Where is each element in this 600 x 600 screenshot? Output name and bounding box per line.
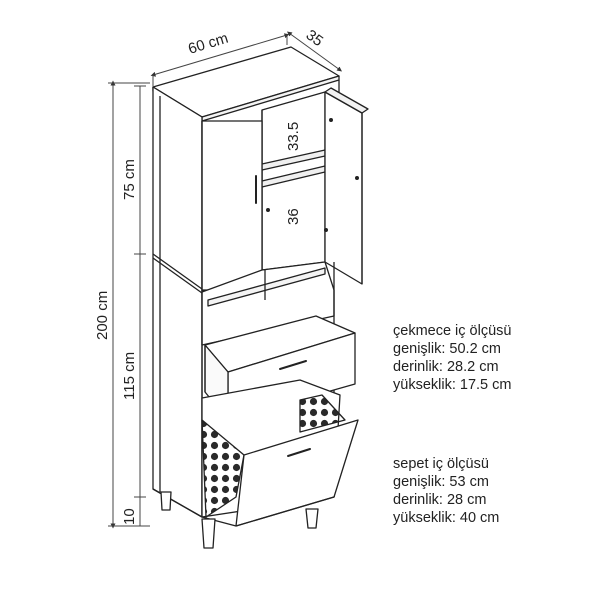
leg-front-right — [305, 508, 319, 529]
drawer-spec-depth: derinlik: 28.2 cm — [393, 359, 499, 375]
basket-spec-title: sepet iç ölçüsü — [393, 456, 489, 472]
basket-side-left — [201, 419, 245, 518]
basket-spec-width: genişlik: 53 cm — [393, 474, 489, 490]
handles — [255, 118, 359, 457]
leg-front-left — [201, 518, 216, 549]
basket-spec-depth: derinlik: 28 cm — [393, 492, 487, 508]
drawer-handle-icon[interactable] — [279, 360, 307, 370]
basket-spec: sepet iç ölçüsü genişlik: 53 cm derinlik… — [393, 455, 499, 527]
drawer-spec-width: genişlik: 50.2 cm — [393, 341, 501, 357]
middle-height-label: 115 cm — [121, 352, 138, 400]
basket-side-right — [299, 394, 346, 433]
upper-left-door[interactable] — [201, 120, 263, 292]
depth-dim-line — [286, 31, 343, 72]
width-dim-line — [150, 33, 290, 77]
basket-handle-icon[interactable] — [287, 448, 311, 457]
depth-label: 35 — [303, 26, 326, 50]
drawer-spec-title: çekmece iç ölçüsü — [393, 323, 512, 339]
shelf-upper-label: 33.5 — [285, 122, 302, 151]
total-height-label: 200 cm — [94, 291, 111, 340]
leg-height-label: 10 — [121, 508, 138, 525]
niche-shelf — [207, 267, 326, 307]
cabinet — [152, 46, 369, 549]
drawer-spec: çekmece iç ölçüsü genişlik: 50.2 cm deri… — [393, 322, 511, 394]
drawer-spec-height: yükseklik: 17.5 cm — [393, 377, 512, 393]
leg-back-left — [160, 491, 172, 511]
upper-height-label: 75 cm — [121, 159, 138, 200]
basket-spec-height: yükseklik: 40 cm — [393, 510, 500, 526]
shelf-lower-label: 36 — [285, 208, 302, 225]
